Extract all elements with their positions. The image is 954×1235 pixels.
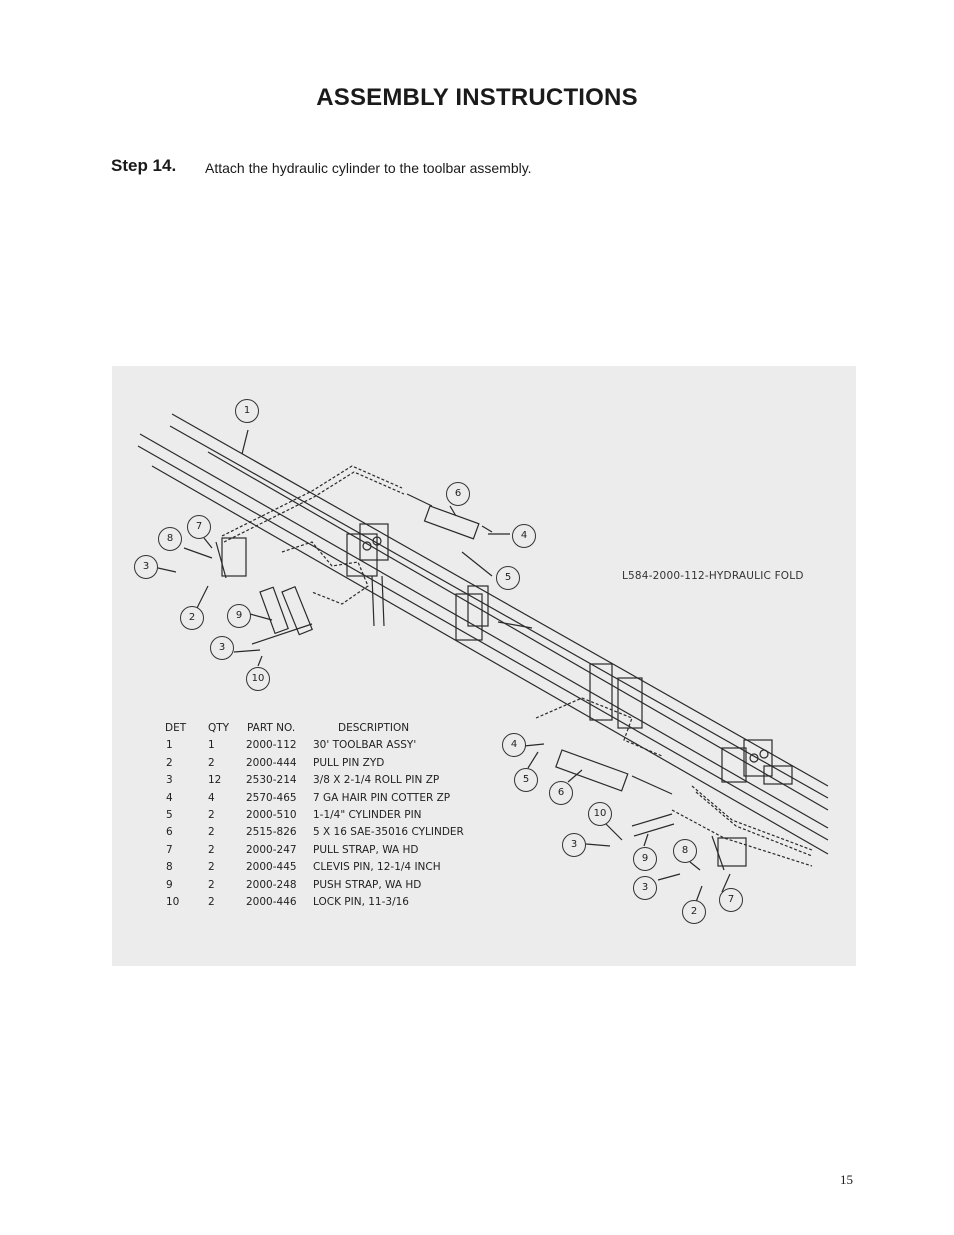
callout-5: 5 bbox=[514, 768, 538, 792]
step-label: Step 14. bbox=[111, 156, 177, 175]
callout-1: 1 bbox=[235, 399, 259, 423]
description-cell: PUSH STRAP, WA HD bbox=[313, 878, 422, 891]
det-cell: 4 bbox=[166, 791, 173, 804]
description-cell: 1-1/4" CYLINDER PIN bbox=[313, 808, 422, 821]
part-no-cell: 2570-465 bbox=[246, 791, 297, 804]
description-cell: 5 X 16 SAE-35016 CYLINDER bbox=[313, 826, 464, 839]
part-no-cell: 2000-248 bbox=[246, 878, 297, 891]
det-cell: 1 bbox=[166, 739, 173, 752]
callout-2: 2 bbox=[682, 900, 706, 924]
description-cell: 30' TOOLBAR ASSY' bbox=[313, 739, 417, 752]
part-no-cell: 2000-445 bbox=[246, 861, 297, 874]
header-qty: QTY bbox=[208, 722, 230, 734]
qty-cell: 12 bbox=[208, 774, 222, 787]
header-part-no: PART NO. bbox=[247, 722, 296, 734]
header-det: DET bbox=[165, 722, 187, 734]
qty-cell: 1 bbox=[208, 739, 215, 752]
part-no-cell: 2000-112 bbox=[246, 739, 297, 752]
callout-4: 4 bbox=[512, 524, 536, 548]
callout-8: 8 bbox=[158, 527, 182, 551]
description-cell: 3/8 X 2-1/4 ROLL PIN ZP bbox=[313, 774, 440, 787]
callout-2: 2 bbox=[180, 606, 204, 630]
description-cell: LOCK PIN, 11-3/16 bbox=[313, 895, 409, 908]
callout-5: 5 bbox=[496, 566, 520, 590]
qty-cell: 2 bbox=[208, 895, 215, 908]
drawing-number: L584-2000-112-HYDRAULIC FOLD bbox=[622, 570, 804, 582]
assembly-diagram: L584-2000-112-HYDRAULIC FOLD 1 6 4 5 7 8… bbox=[112, 366, 856, 966]
toolbar-line-drawing bbox=[137, 413, 829, 903]
description-cell: 7 GA HAIR PIN COTTER ZP bbox=[313, 791, 451, 804]
qty-cell: 2 bbox=[208, 756, 215, 769]
description-cell: CLEVIS PIN, 12-1/4 INCH bbox=[313, 861, 441, 874]
qty-cell: 2 bbox=[208, 826, 215, 839]
callout-3: 3 bbox=[210, 636, 234, 660]
callout-3: 3 bbox=[134, 555, 158, 579]
det-cell: 3 bbox=[166, 774, 173, 787]
part-no-cell: 2000-510 bbox=[246, 808, 297, 821]
callout-6: 6 bbox=[549, 781, 573, 805]
callout-9: 9 bbox=[633, 847, 657, 871]
qty-cell: 2 bbox=[208, 878, 215, 891]
part-no-cell: 2000-444 bbox=[246, 756, 297, 769]
det-cell: 6 bbox=[166, 826, 173, 839]
det-cell: 5 bbox=[166, 808, 173, 821]
qty-cell: 2 bbox=[208, 808, 215, 821]
det-cell: 9 bbox=[166, 878, 173, 891]
callout-10: 10 bbox=[246, 667, 270, 691]
callout-6: 6 bbox=[446, 482, 470, 506]
header-description: DESCRIPTION bbox=[338, 722, 410, 734]
det-cell: 8 bbox=[166, 861, 173, 874]
callout-3: 3 bbox=[562, 833, 586, 857]
det-cell: 10 bbox=[166, 895, 180, 908]
qty-cell: 2 bbox=[208, 861, 215, 874]
callout-7: 7 bbox=[719, 888, 743, 912]
page-title: ASSEMBLY INSTRUCTIONS bbox=[316, 84, 638, 111]
callout-9: 9 bbox=[227, 604, 251, 628]
description-cell: PULL STRAP, WA HD bbox=[313, 843, 419, 856]
det-cell: 7 bbox=[166, 843, 173, 856]
callout-4: 4 bbox=[502, 733, 526, 757]
page-number: 15 bbox=[840, 1172, 853, 1187]
callout-7: 7 bbox=[187, 515, 211, 539]
callout-10: 10 bbox=[588, 802, 612, 826]
part-no-cell: 2000-446 bbox=[246, 895, 297, 908]
callout-8: 8 bbox=[673, 839, 697, 863]
part-no-cell: 2000-247 bbox=[246, 843, 297, 856]
det-cell: 2 bbox=[166, 756, 173, 769]
part-no-cell: 2515-826 bbox=[246, 826, 297, 839]
part-no-cell: 2530-214 bbox=[246, 774, 297, 787]
step-instruction: Attach the hydraulic cylinder to the too… bbox=[205, 160, 532, 176]
description-cell: PULL PIN ZYD bbox=[313, 756, 385, 769]
qty-cell: 2 bbox=[208, 843, 215, 856]
callout-3: 3 bbox=[633, 876, 657, 900]
qty-cell: 4 bbox=[208, 791, 215, 804]
